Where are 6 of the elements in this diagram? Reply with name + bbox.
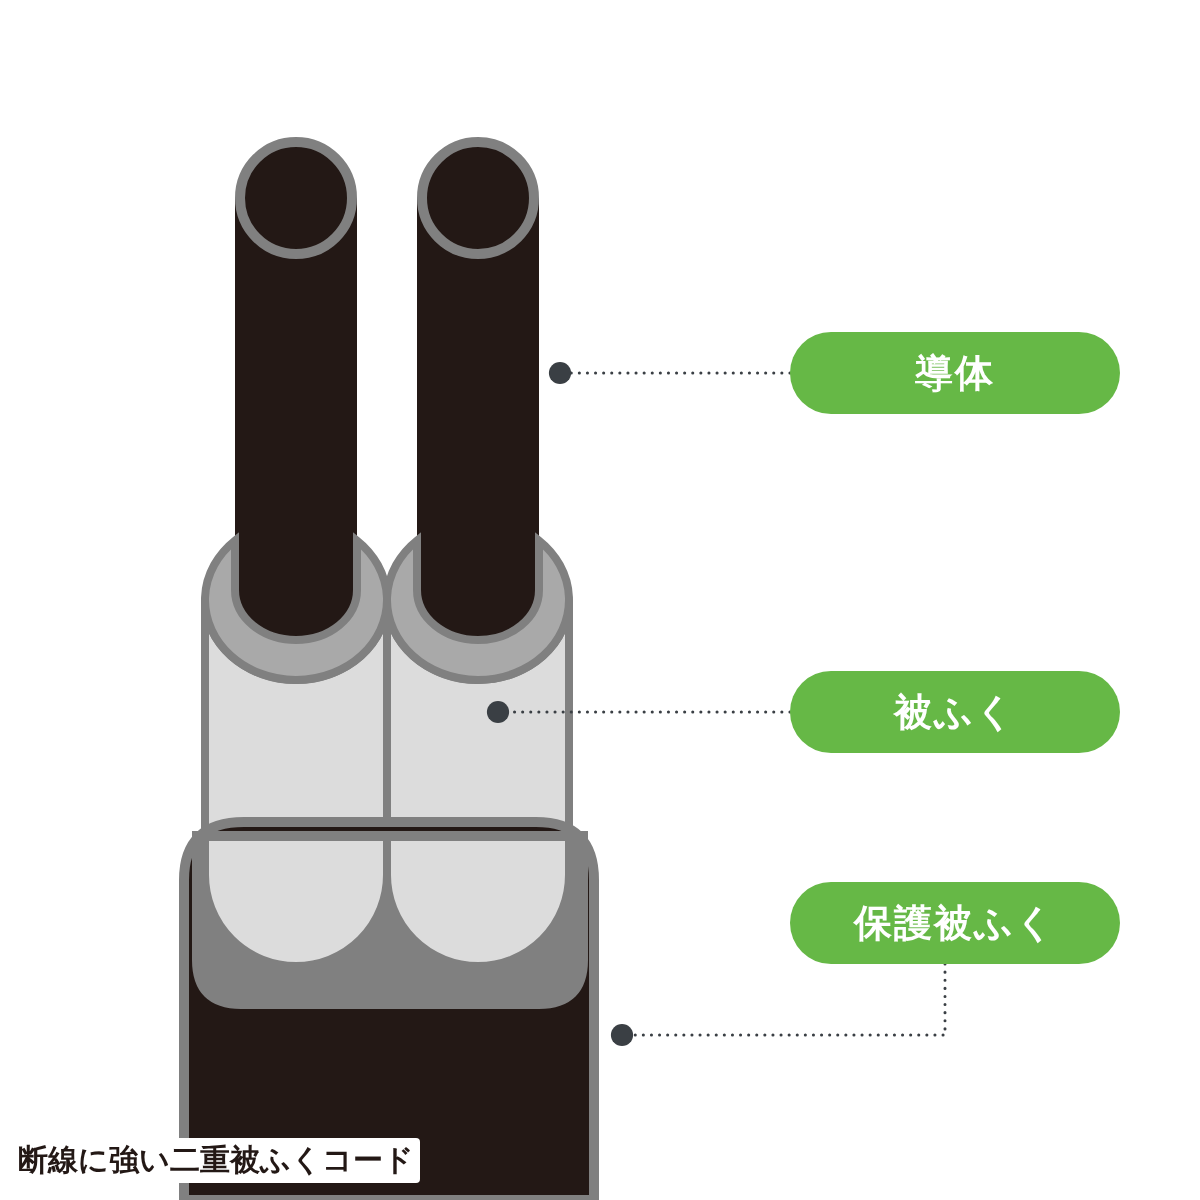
leader-line: [486, 700, 792, 724]
leader-line: [610, 962, 947, 1047]
leader-line: [548, 361, 792, 385]
callout-label: 被ふく: [790, 671, 1120, 753]
callout-label: 保護被ふく: [790, 882, 1120, 964]
callout-label: 導体: [790, 332, 1120, 414]
